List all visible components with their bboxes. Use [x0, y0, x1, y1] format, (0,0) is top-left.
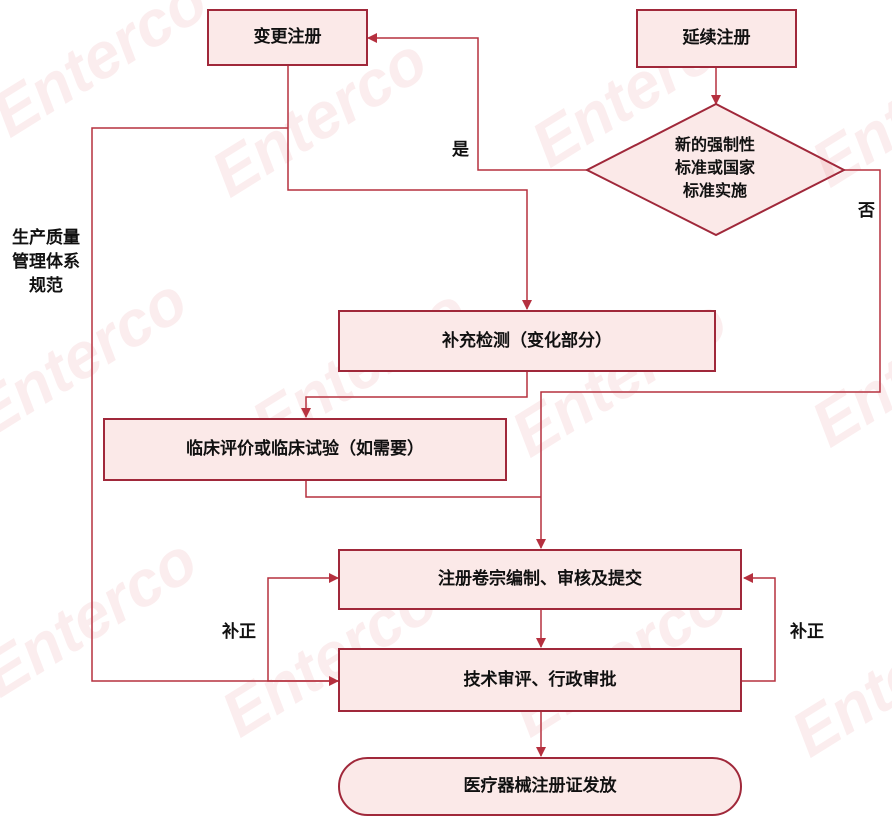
change-registration-node: 变更注册	[207, 9, 368, 66]
decision-line: 新的强制性	[674, 135, 755, 154]
decision-line: 标准实施	[682, 181, 747, 201]
arrow-decision-yes-to-change	[367, 33, 587, 171]
supplement-left-label: 补正	[222, 622, 256, 642]
dossier-compile-node: 注册卷宗编制、审核及提交	[338, 549, 742, 610]
qms-line: 生产质量	[12, 228, 80, 248]
supplement-right-label: 补正	[790, 622, 824, 642]
decision-diamond	[584, 102, 847, 237]
yes-label: 是	[452, 140, 469, 160]
qms-label: 生产质量 管理体系 规范	[5, 227, 87, 298]
arrow-testing-to-clinical	[301, 372, 528, 418]
arrow-supplement-left	[267, 573, 339, 682]
arrow-change-to-review-qms	[91, 127, 339, 686]
no-label: 否	[858, 201, 875, 221]
line-clinical-to-dossier	[305, 481, 541, 498]
supplementary-testing-node: 补充检测（变化部分）	[338, 310, 716, 372]
decision-line: 标准或国家	[674, 158, 755, 178]
renewal-registration-node: 延续注册	[636, 9, 797, 68]
qms-line: 规范	[29, 275, 63, 296]
arrow-decision-no	[536, 169, 881, 549]
arrow-change-to-testing	[287, 66, 532, 310]
qms-line: 管理体系	[12, 251, 80, 272]
review-node: 技术审评、行政审批	[338, 648, 742, 712]
certificate-issued-node: 医疗器械注册证发放	[338, 757, 742, 816]
arrow-supplement-right	[742, 573, 776, 682]
decision-text: 新的强制性 标准或国家 标准实施	[660, 133, 770, 203]
clinical-evaluation-node: 临床评价或临床试验（如需要）	[103, 418, 507, 481]
